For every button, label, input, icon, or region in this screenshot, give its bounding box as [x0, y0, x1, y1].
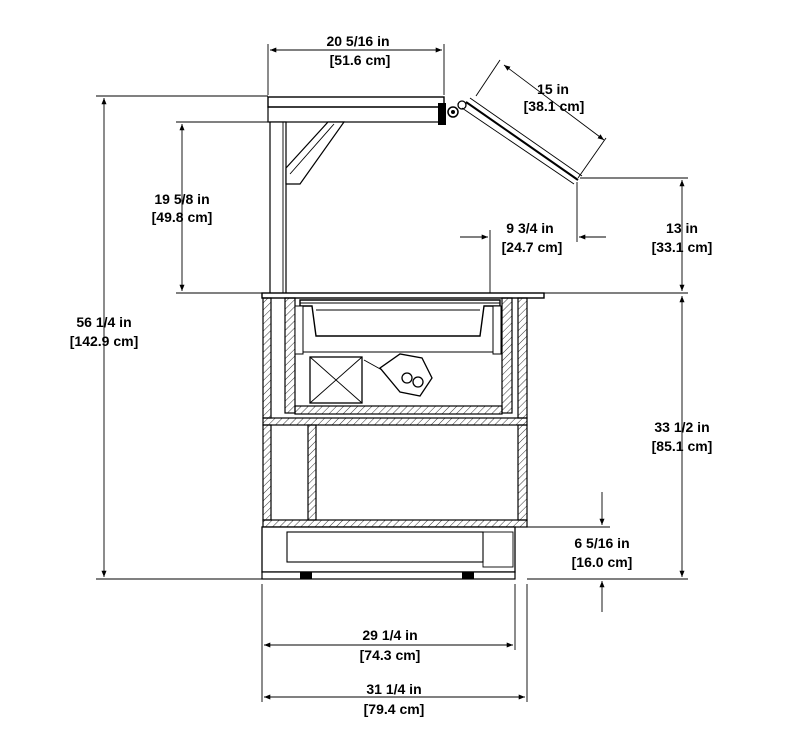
- support-post: [269, 121, 287, 295]
- base-height-imperial: 6 5/16 in: [574, 535, 629, 551]
- cabinet-right-wall: [517, 297, 528, 419]
- counter-height-metric: [85.1 cm]: [652, 438, 713, 454]
- well-left-wall: [284, 297, 296, 414]
- counter-height-imperial: 33 1/2 in: [654, 419, 709, 435]
- pan-bracket-right: [492, 305, 502, 355]
- guard-height-metric: [33.1 cm]: [652, 239, 713, 255]
- base-height-metric: [16.0 cm]: [572, 554, 633, 570]
- sneeze-guard-imperial: 15 in: [537, 81, 569, 97]
- dimension-lines: [96, 44, 688, 702]
- base: [261, 526, 516, 580]
- top-shelf: [267, 96, 445, 108]
- overhang-metric: [24.7 cm]: [502, 239, 563, 255]
- base-width-imperial: 29 1/4 in: [362, 627, 417, 643]
- cabinet-left-wall: [262, 297, 272, 419]
- lower-divider: [307, 424, 317, 521]
- middle-shelf: [262, 417, 528, 426]
- overall-width-imperial: 31 1/4 in: [366, 681, 421, 697]
- top-width-imperial: 20 5/16 in: [326, 33, 389, 49]
- sneeze-guard-metric: [38.1 cm]: [524, 98, 585, 114]
- well-right-wall: [501, 297, 513, 414]
- hinge-icon: [447, 100, 467, 118]
- shelf-bracket: [285, 121, 346, 185]
- shelf-clearance-metric: [49.8 cm]: [152, 209, 213, 225]
- pan-bracket-left: [294, 305, 304, 355]
- counter-top: [261, 292, 545, 299]
- lower-left-wall: [262, 424, 272, 521]
- shelf-end-cap: [438, 103, 446, 125]
- guard-height-imperial: 13 in: [666, 220, 698, 236]
- overhang-imperial: 9 3/4 in: [506, 220, 553, 236]
- bottom-shelf: [262, 519, 528, 528]
- dimension-labels: 20 5/16 in [51.6 cm] 15 in [38.1 cm] 19 …: [70, 33, 713, 717]
- top-shelf-lower-rail: [267, 106, 445, 123]
- top-width-metric: [51.6 cm]: [330, 52, 391, 68]
- lower-right-wall: [517, 424, 528, 521]
- overall-height-metric: [142.9 cm]: [70, 333, 138, 349]
- shelf-clearance-imperial: 19 5/8 in: [154, 191, 209, 207]
- blower-icon: [363, 353, 433, 397]
- unit-outline: [261, 96, 583, 580]
- base-width-metric: [74.3 cm]: [360, 647, 421, 663]
- heating-element: [309, 356, 363, 404]
- overall-height-imperial: 56 1/4 in: [76, 314, 131, 330]
- food-pan: [299, 299, 501, 337]
- overall-width-metric: [79.4 cm]: [364, 701, 425, 717]
- well-floor: [294, 405, 503, 415]
